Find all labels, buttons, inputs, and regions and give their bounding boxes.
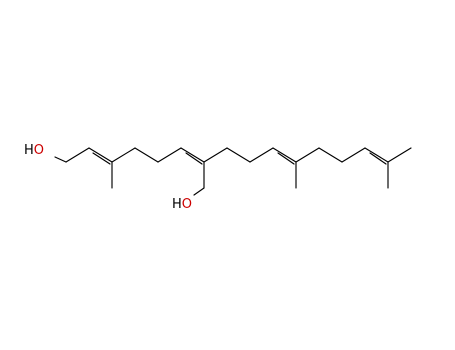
bond-c3-c4 [111, 147, 136, 163]
bond-c4-c5 [134, 147, 159, 163]
bond-c15-methyl-right [387, 147, 412, 163]
bond-c6-c7-double [185, 152, 203, 165]
bond-c7-c8 [203, 147, 228, 163]
hydroxyl-o-1: O [34, 143, 44, 158]
hydroxyl-label-2: HO [172, 197, 192, 212]
bond-c10-c11-double [277, 152, 295, 165]
bond-skeleton [54, 147, 412, 196]
bond-c14-c15-double [369, 152, 387, 165]
bond-c11-c12 [295, 147, 320, 163]
hydroxyl-label-1: HO [24, 143, 44, 158]
bond-c10-c11 [272, 147, 297, 163]
bond-c8-c9 [226, 147, 251, 163]
bond-c13-c14 [341, 147, 366, 163]
bond-ch2-o2 [193, 187, 205, 196]
bond-c9-c10 [249, 147, 274, 163]
hydroxyl-o-2: O [182, 197, 192, 212]
bond-c6-c7 [180, 147, 205, 163]
bond-c12-c13 [318, 147, 343, 163]
bond-c14-c15 [364, 147, 389, 163]
bond-c1-c2 [65, 147, 90, 163]
bond-o1-c1 [54, 156, 67, 163]
hydroxyl-h-2: H [172, 197, 182, 212]
atom-labels: HO HO [24, 143, 192, 212]
bond-c2-c3-double [92, 152, 111, 165]
bond-c5-c6 [157, 147, 182, 163]
hydroxyl-h-1: H [24, 143, 34, 158]
bond-c2-c3 [88, 147, 113, 163]
